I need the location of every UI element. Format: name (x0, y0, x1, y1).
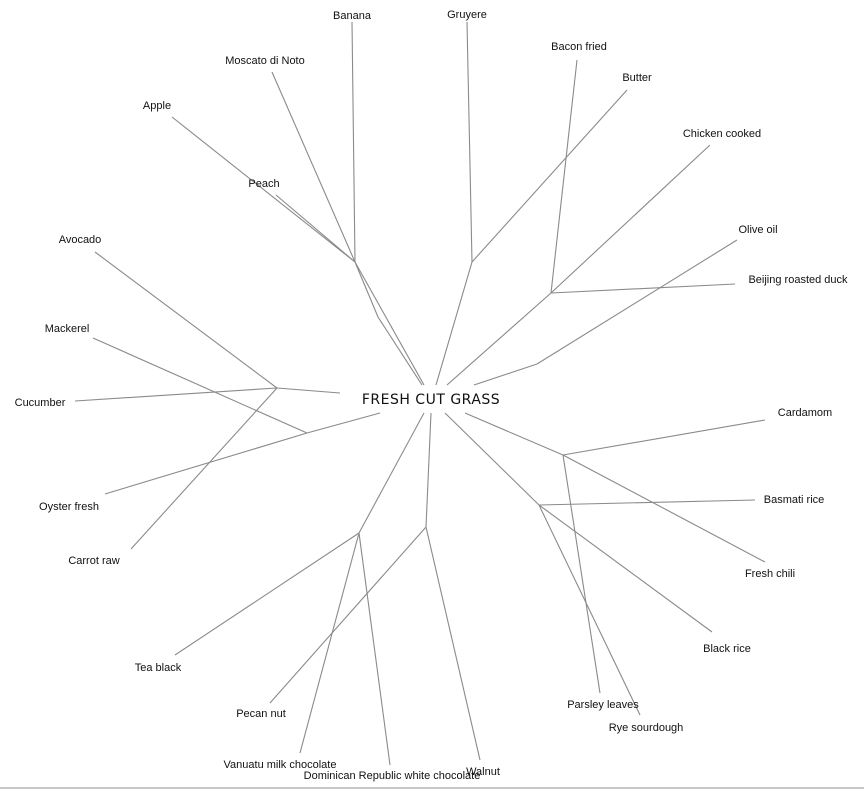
node-label[interactable]: Gruyere (447, 9, 487, 21)
edge (276, 387, 341, 394)
node-label[interactable]: Apple (143, 100, 171, 112)
edge (269, 526, 427, 704)
edge (377, 316, 423, 386)
edge (435, 261, 473, 386)
node-label[interactable]: Bacon fried (551, 41, 607, 53)
bottom-divider (0, 787, 864, 789)
edge (104, 432, 308, 495)
edges (74, 21, 766, 766)
edge (130, 387, 278, 550)
node-label[interactable]: Rye sourdough (609, 722, 684, 734)
node-label[interactable]: Dominican Republic white chocolate (304, 770, 481, 782)
edge (92, 337, 308, 434)
edge (425, 412, 432, 528)
node-label[interactable]: Walnut (466, 766, 500, 778)
node-label[interactable]: Moscato di Noto (225, 55, 304, 67)
edge (358, 532, 391, 766)
node-label[interactable]: Oyster fresh (39, 501, 99, 513)
node-label[interactable]: Banana (333, 10, 372, 22)
edge (538, 499, 756, 506)
node-label[interactable]: Tea black (135, 662, 182, 674)
edge (171, 116, 356, 263)
node-label[interactable]: Cardamom (778, 407, 832, 419)
edge (351, 21, 356, 263)
edge (536, 239, 738, 365)
edge (299, 532, 360, 754)
edge (446, 292, 552, 386)
edge (74, 387, 278, 402)
edge (306, 412, 381, 434)
edge (538, 504, 713, 633)
node-label[interactable]: Olive oil (738, 224, 777, 236)
edge (562, 419, 766, 456)
edge (354, 261, 379, 318)
edge (444, 412, 540, 506)
edge (466, 21, 473, 263)
edge (550, 144, 711, 294)
edge (174, 532, 360, 656)
node-label[interactable]: Basmati rice (764, 494, 825, 506)
node-label[interactable]: Peach (248, 178, 279, 190)
edge (471, 89, 628, 263)
edge (358, 412, 425, 534)
node-label[interactable]: Fresh chili (745, 568, 795, 580)
edge (562, 454, 766, 563)
edge (464, 412, 564, 456)
node-label[interactable]: Cucumber (15, 397, 66, 409)
edge (473, 363, 538, 386)
edge (562, 454, 601, 694)
node-label[interactable]: Carrot raw (68, 555, 119, 567)
edge (275, 194, 356, 263)
node-label[interactable]: Pecan nut (236, 708, 286, 720)
center-node-label[interactable]: FRESH CUT GRASS (362, 392, 500, 408)
node-label[interactable]: Chicken cooked (683, 128, 761, 140)
edge (538, 504, 641, 716)
edge (550, 283, 736, 294)
edge (271, 71, 356, 263)
node-label[interactable]: Vanuatu milk chocolate (224, 759, 337, 771)
edge (425, 526, 481, 761)
edge (354, 261, 425, 386)
node-label[interactable]: Parsley leaves (567, 699, 639, 711)
node-label[interactable]: Mackerel (45, 323, 90, 335)
edge (550, 59, 578, 294)
node-labels: Banana Gruyere Bacon fried Butter Chicke… (15, 9, 848, 782)
node-label[interactable]: Avocado (59, 234, 102, 246)
node-label[interactable]: Black rice (703, 643, 751, 655)
edge (94, 251, 278, 389)
node-label[interactable]: Butter (622, 72, 652, 84)
node-label[interactable]: Beijing roasted duck (748, 274, 848, 286)
